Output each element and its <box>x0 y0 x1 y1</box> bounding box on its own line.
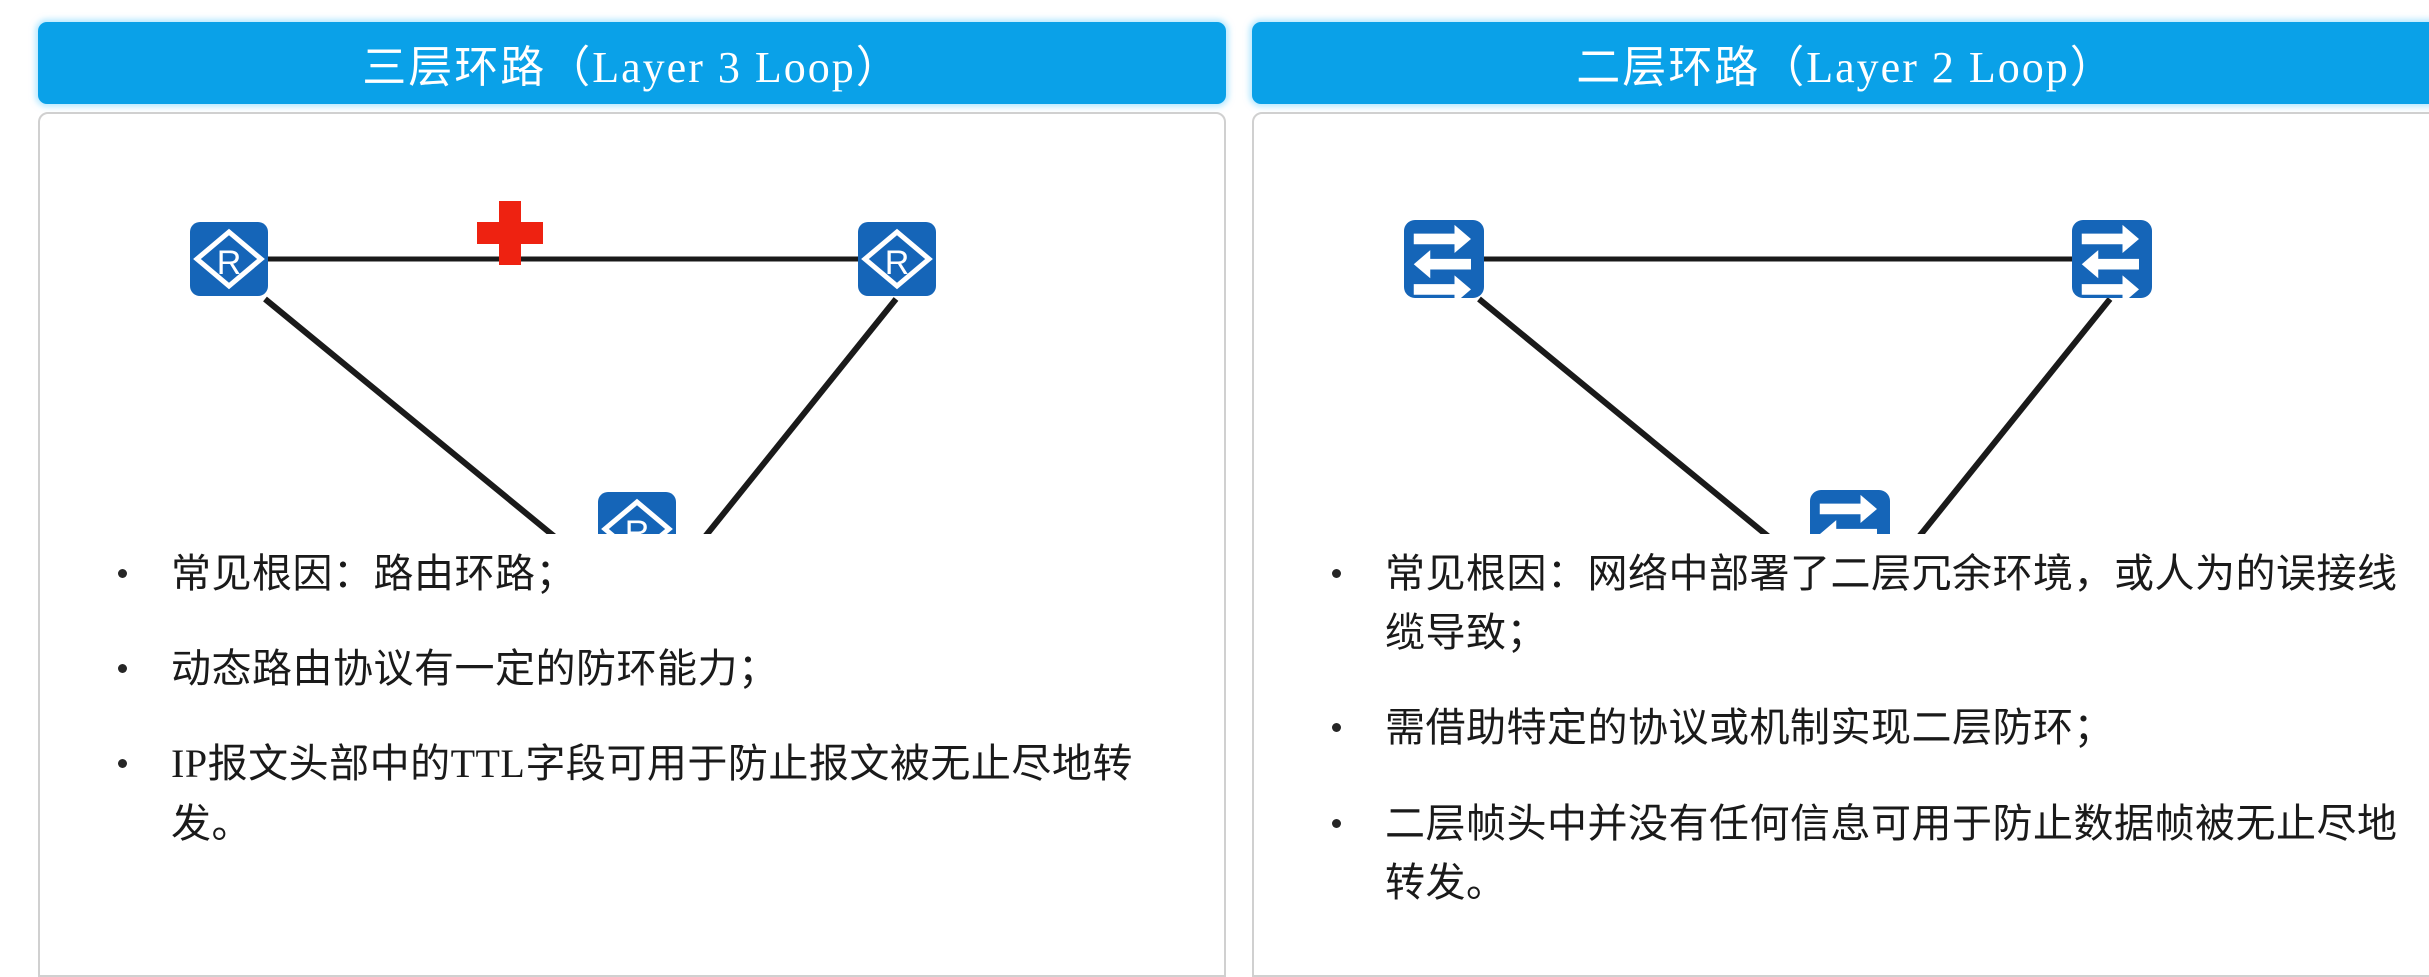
bullet-dot-icon <box>1332 723 1341 733</box>
topology-diagram-layer2 <box>1254 114 2429 534</box>
switch-node-top-left[interactable] <box>1404 220 1484 304</box>
list-item: 常见根因：网络中部署了二层冗余环境，或人为的误接线缆导致； <box>1332 544 2398 662</box>
list-item: 二层帧头中并没有任何信息可用于防止数据帧被无止尽地转发。 <box>1332 794 2398 912</box>
switch-node-top-right[interactable] <box>2072 220 2152 304</box>
list-item: IP报文头部中的TTL字段可用于防止报文被无止尽地转发。 <box>118 734 1184 852</box>
red-cross-marker <box>477 201 543 265</box>
column-body-layer3: R R R <box>38 112 1226 977</box>
bullet-dot-icon <box>1332 818 1341 828</box>
list-item: 常见根因：路由环路； <box>118 544 1184 603</box>
column-layer3: 三层环路（Layer 3 Loop） <box>38 0 1226 977</box>
bullet-list-layer3: 常见根因：路由环路； 动态路由协议有一定的防环能力； IP报文头部中的TTL字段… <box>40 544 1224 889</box>
bullet-dot-icon <box>118 664 127 674</box>
switch-node-bottom[interactable] <box>1810 490 1890 534</box>
svg-text:R: R <box>217 244 242 282</box>
bullet-dot-icon <box>1332 569 1341 578</box>
bullet-text: 需借助特定的协议或机制实现二层防环； <box>1385 705 2114 751</box>
router-node-top-right[interactable]: R <box>858 222 936 296</box>
bullet-text: 动态路由协议有一定的防环能力； <box>171 646 779 692</box>
svg-text:R: R <box>625 514 650 534</box>
link-topleft-bottom <box>263 296 557 534</box>
bullet-list-layer2: 常见根因：网络中部署了二层冗余环境，或人为的误接线缆导致； 需借助特定的协议或机… <box>1254 544 2429 948</box>
link-topright-bottom <box>703 297 899 534</box>
bullet-text: 常见根因：网络中部署了二层冗余环境，或人为的误接线缆导致； <box>1385 551 2398 656</box>
router-node-bottom[interactable]: R <box>598 492 676 534</box>
bullet-text: 二层帧头中并没有任何信息可用于防止数据帧被无止尽地转发。 <box>1385 800 2398 905</box>
list-item: 动态路由协议有一定的防环能力； <box>118 639 1184 698</box>
bullet-text: IP报文头部中的TTL字段可用于防止报文被无止尽地转发。 <box>171 741 1133 846</box>
column-layer2: 二层环路（Layer 2 Loop） <box>1252 0 2429 977</box>
topology-diagram-layer3: R R R <box>40 114 1224 534</box>
list-item: 需借助特定的协议或机制实现二层防环； <box>1332 698 2398 757</box>
bullet-dot-icon <box>118 569 127 578</box>
link-topright-bottom <box>1917 297 2113 534</box>
column-header-layer3: 三层环路（Layer 3 Loop） <box>38 22 1226 104</box>
column-title-layer2: 二层环路（Layer 2 Loop） <box>1576 43 2116 92</box>
bullet-text: 常见根因：路由环路； <box>171 551 576 596</box>
bullet-dot-icon <box>118 759 127 769</box>
column-body-layer2: 常见根因：网络中部署了二层冗余环境，或人为的误接线缆导致； 需借助特定的协议或机… <box>1252 112 2429 977</box>
column-header-layer2: 二层环路（Layer 2 Loop） <box>1252 22 2429 104</box>
topology-links-layer3 <box>263 256 899 534</box>
topology-links-layer2 <box>1477 256 2113 534</box>
router-node-top-left[interactable]: R <box>190 222 268 296</box>
link-topleft-bottom <box>1477 296 1771 534</box>
column-title-layer3: 三层环路（Layer 3 Loop） <box>362 43 902 92</box>
svg-text:R: R <box>885 244 910 282</box>
